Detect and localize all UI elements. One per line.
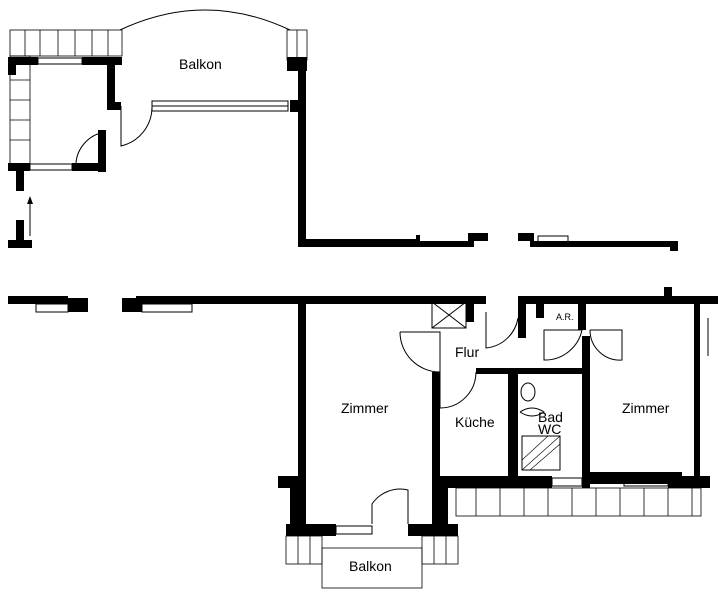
wall <box>468 233 474 247</box>
upper-unit: Balkon <box>8 9 678 251</box>
room-label-wc: WC <box>538 421 561 437</box>
door-swing <box>75 131 107 169</box>
room-label-kitchen: Küche <box>455 414 495 430</box>
room-label-room-left: Zimmer <box>341 400 389 416</box>
wall <box>290 100 306 112</box>
balcony-railing-bottom <box>285 487 702 589</box>
door-swing <box>439 371 477 409</box>
wall <box>664 287 672 301</box>
wall <box>16 163 24 191</box>
door-swing <box>485 312 519 349</box>
wall <box>578 300 586 330</box>
room-label-bath: Bad <box>538 409 563 425</box>
wall <box>68 298 88 312</box>
door-swing <box>399 331 441 373</box>
wall <box>432 372 440 488</box>
window-stub <box>537 235 569 243</box>
shower-icon <box>521 435 561 471</box>
window-top <box>35 301 467 329</box>
wall <box>136 296 486 304</box>
wall <box>107 102 121 110</box>
wall <box>432 476 448 536</box>
wall <box>518 296 526 338</box>
room-label-room-right: Zimmer <box>622 400 670 416</box>
wall <box>668 476 710 488</box>
wall <box>298 239 416 247</box>
wall <box>72 163 106 171</box>
wall <box>8 296 68 304</box>
wall <box>420 241 474 247</box>
wall <box>530 241 678 247</box>
wall <box>518 296 718 304</box>
window-bottom <box>335 477 669 535</box>
entry-arrow-icon <box>27 196 33 236</box>
toilet-icon <box>520 382 536 402</box>
window-left <box>29 57 83 171</box>
wall <box>8 240 32 248</box>
wall <box>298 57 306 247</box>
wall <box>416 235 420 247</box>
balcony-window <box>151 100 289 112</box>
balcony-top-outline <box>119 9 291 31</box>
wall <box>488 476 552 488</box>
wall <box>298 296 306 536</box>
wall <box>694 296 700 488</box>
wall <box>466 296 474 322</box>
room-label-balcony-bottom: Balkon <box>349 558 392 574</box>
wall <box>670 241 678 251</box>
door-swing <box>543 329 583 361</box>
wall <box>107 57 115 107</box>
wall <box>518 233 534 241</box>
room-label-hallway: Flur <box>455 344 479 360</box>
bath-fixtures <box>519 382 561 471</box>
room-label-storage: A.R. <box>556 312 574 322</box>
balcony-railing-left <box>9 29 308 167</box>
wall <box>16 220 24 246</box>
wall <box>286 524 336 536</box>
wall <box>8 57 38 65</box>
wall <box>508 372 518 488</box>
lower-unit: Flur Zimmer Küche Bad WC Zimmer Balkon A… <box>8 287 718 589</box>
wall <box>582 336 590 488</box>
wall <box>536 300 544 318</box>
wall <box>98 130 106 172</box>
room-label-balcony-top: Balkon <box>179 56 222 72</box>
sink-icon <box>519 407 545 417</box>
door-swing <box>120 106 153 147</box>
door-swing <box>589 329 623 361</box>
door-swing <box>371 488 409 524</box>
wall <box>82 57 122 65</box>
wall <box>8 57 16 75</box>
wall <box>468 233 488 241</box>
wall <box>476 368 582 374</box>
wall <box>290 476 302 536</box>
